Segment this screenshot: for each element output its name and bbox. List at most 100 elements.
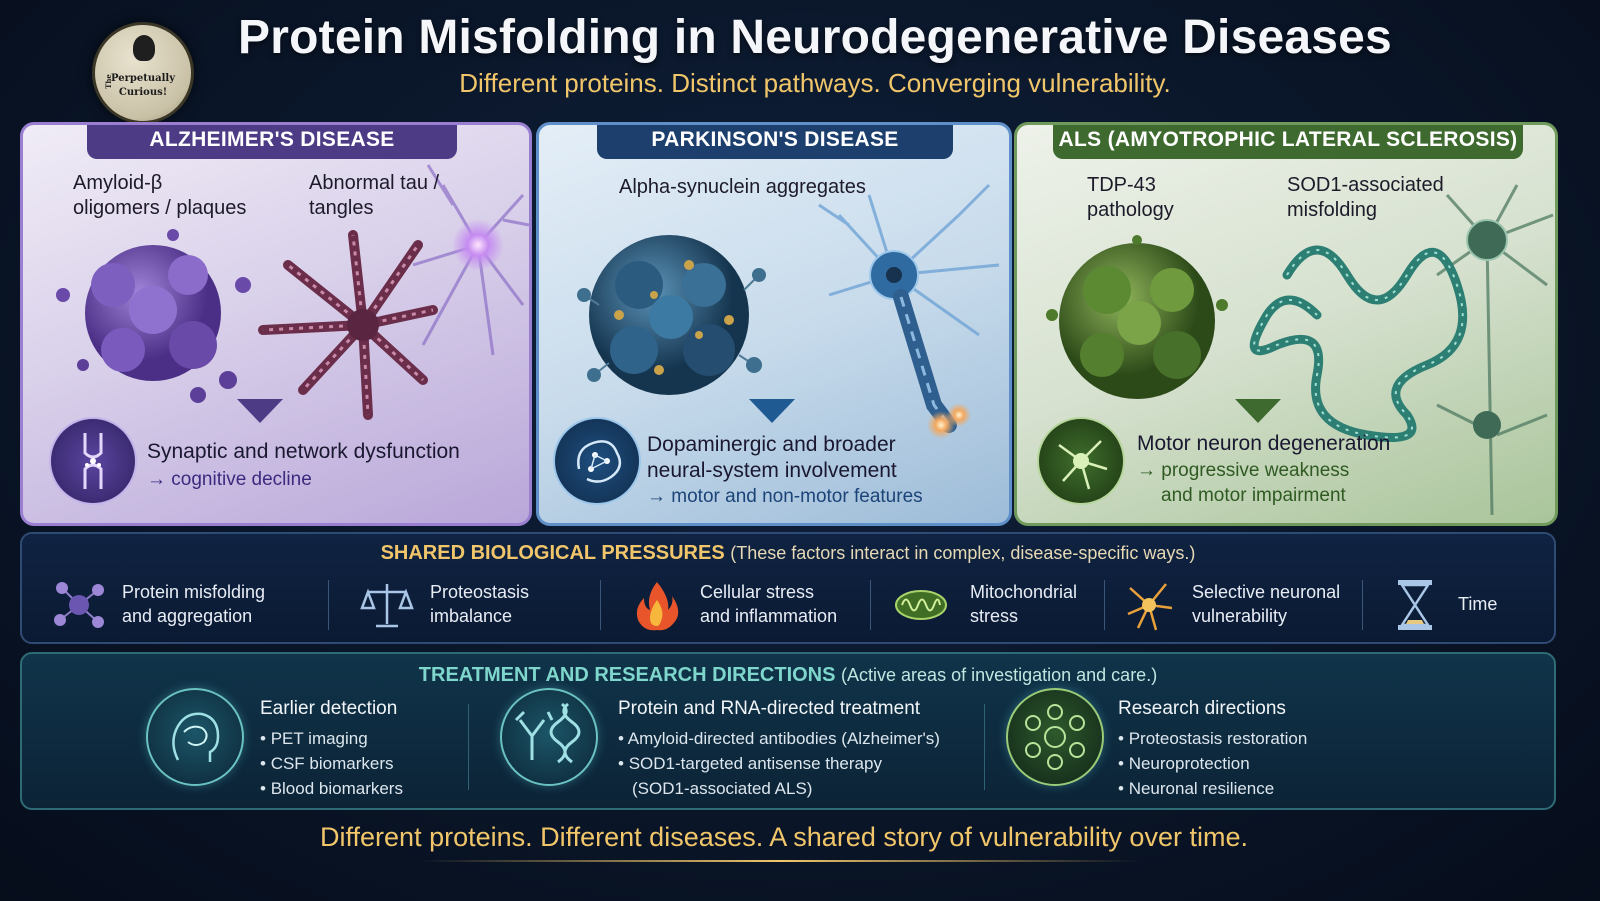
- flame-icon: [636, 582, 679, 631]
- list-item: Blood biomarkers: [260, 776, 403, 801]
- neuron-glow-icon: [452, 219, 504, 271]
- shared-pressures-panel: SHARED BIOLOGICAL PRESSURES (These facto…: [20, 532, 1556, 644]
- down-arrow-icon: [237, 399, 283, 423]
- sod1-label-line1: SOD1-associated: [1287, 174, 1444, 196]
- divider: [468, 704, 469, 790]
- divider: [870, 580, 871, 630]
- parkinsons-effect-line1: Dopaminergic and broader: [647, 433, 896, 456]
- list-item: Proteostasis restoration: [1118, 726, 1308, 751]
- detection-list: PET imaging CSF biomarkers Blood biomark…: [260, 726, 403, 801]
- list-item: Neuronal resilience: [1118, 776, 1307, 801]
- treatment-panel: TREATMENT AND RESEARCH DIRECTIONS (Activ…: [20, 652, 1556, 810]
- detection-title: Earlier detection: [260, 698, 398, 719]
- shared-pressures-note: (These factors interact in complex, dise…: [730, 543, 1196, 563]
- treatment-note: (Active areas of investigation and care.…: [841, 665, 1158, 685]
- als-effect-line3: and motor impairment: [1161, 485, 1346, 506]
- tau-label-line2: tangles: [309, 197, 374, 219]
- list-item: SOD1-targeted antisense therapy: [618, 751, 940, 776]
- neuron-icon: [1127, 583, 1173, 631]
- logo-text-perpetually: Perpetually: [110, 73, 175, 84]
- shared-pressures-header: SHARED BIOLOGICAL PRESSURES (These facto…: [22, 542, 1554, 565]
- logo: The Perpetually Curious!: [92, 22, 194, 124]
- brain-scan-icon: [146, 688, 244, 786]
- molecule-icon: [54, 582, 104, 628]
- down-arrow-icon: [749, 399, 795, 423]
- list-item: CSF biomarkers: [260, 751, 403, 776]
- treatment-heading: TREATMENT AND RESEARCH DIRECTIONS: [418, 664, 836, 686]
- tdp43-aggregate-icon: [1046, 235, 1228, 399]
- divider: [600, 580, 601, 630]
- neuron-icon: [818, 183, 1000, 337]
- amyloid-label-line1: Amyloid-β: [73, 172, 163, 194]
- down-arrow-icon: [1235, 399, 1281, 423]
- balance-scale-icon: [360, 584, 414, 628]
- als-effect-line1: Motor neuron degeneration: [1137, 432, 1391, 455]
- footer-tagline: Different proteins. Different diseases. …: [320, 822, 1248, 852]
- antibody-dna-icon: [500, 688, 598, 786]
- alzheimers-effect-line1: Synaptic and network dysfunction: [147, 440, 460, 463]
- tau-label-line1: Abnormal tau /: [309, 172, 440, 194]
- list-item: Amyloid-directed antibodies (Alzheimer's…: [618, 726, 940, 751]
- alzheimers-effect-line2: → cognitive decline: [147, 469, 312, 490]
- logo-text-curious: Curious!: [118, 87, 168, 98]
- footer-glow-line: [420, 860, 1140, 862]
- divider: [328, 580, 329, 630]
- page-title: Protein Misfolding in Neurodegenerative …: [238, 11, 1392, 64]
- mitochondria-icon: [895, 590, 947, 620]
- alpha-synuclein-aggregate-icon: [577, 235, 766, 395]
- head-silhouette-icon: [133, 35, 155, 61]
- list-item: Neuroprotection: [1118, 751, 1307, 776]
- treatment-header: TREATMENT AND RESEARCH DIRECTIONS (Activ…: [22, 664, 1554, 687]
- alzheimers-panel: ALZHEIMER'S DISEASE Amyloid-β oligomers …: [20, 122, 532, 526]
- protein-rna-treatment-title: Protein and RNA-directed treatment: [618, 698, 921, 719]
- parkinsons-title: PARKINSON'S DISEASE: [597, 125, 953, 159]
- parkinsons-illustration: [577, 183, 1000, 439]
- research-directions-list: Proteostasis restoration Neuroprotection…: [1118, 726, 1308, 801]
- als-effect-line2: → progressive weakness: [1137, 460, 1350, 481]
- cell-cluster-icon: [1006, 688, 1104, 786]
- protein-rna-treatment-list: Amyloid-directed antibodies (Alzheimer's…: [618, 726, 940, 801]
- motor-neuron-icon: [1436, 184, 1554, 516]
- shared-pressures-heading: SHARED BIOLOGICAL PRESSURES: [380, 542, 725, 564]
- shared-item-time: Time: [1388, 578, 1538, 632]
- parkinsons-effect-line3: → motor and non-motor features: [647, 486, 923, 507]
- parkinsons-panel: PARKINSON'S DISEASE Alpha-synuclein aggr…: [536, 122, 1012, 526]
- alzheimers-title: ALZHEIMER'S DISEASE: [87, 125, 457, 159]
- neuron-icon: [412, 164, 529, 356]
- list-item-continuation: (SOD1-associated ALS): [632, 779, 813, 798]
- als-illustration: [1046, 184, 1554, 516]
- parkinsons-effect-line2: neural-system involvement: [647, 459, 897, 482]
- brain-network-icon: [553, 417, 641, 505]
- shared-item-label: Time: [1458, 594, 1498, 614]
- motor-neuron-badge-icon: [1037, 417, 1125, 505]
- als-panel: ALS (AMYOTROPHIC LATERAL SCLEROSIS) TDP-…: [1014, 122, 1558, 526]
- research-directions-title: Research directions: [1118, 698, 1286, 719]
- amyloid-plaque-icon: [56, 229, 251, 403]
- hourglass-icon: [1398, 580, 1432, 630]
- sod1-label-line2: misfolding: [1287, 199, 1378, 221]
- divider: [984, 704, 985, 790]
- alpha-synuclein-label: Alpha-synuclein aggregates: [619, 176, 866, 198]
- list-item: PET imaging: [260, 726, 403, 751]
- page-subtitle: Different proteins. Distinct pathways. C…: [459, 68, 1171, 98]
- amyloid-label-line2: oligomers / plaques: [73, 197, 247, 219]
- divider: [1104, 580, 1105, 630]
- axon-icon: [893, 289, 971, 439]
- tdp43-label-line2: pathology: [1087, 199, 1174, 221]
- als-title: ALS (AMYOTROPHIC LATERAL SCLEROSIS): [1053, 125, 1523, 159]
- alzheimers-illustration: [56, 164, 529, 420]
- tdp43-label-line1: TDP-43: [1087, 174, 1156, 196]
- sod1-misfolded-protein-icon: [1249, 245, 1468, 442]
- synapse-icon: [49, 417, 137, 505]
- divider: [1362, 580, 1363, 630]
